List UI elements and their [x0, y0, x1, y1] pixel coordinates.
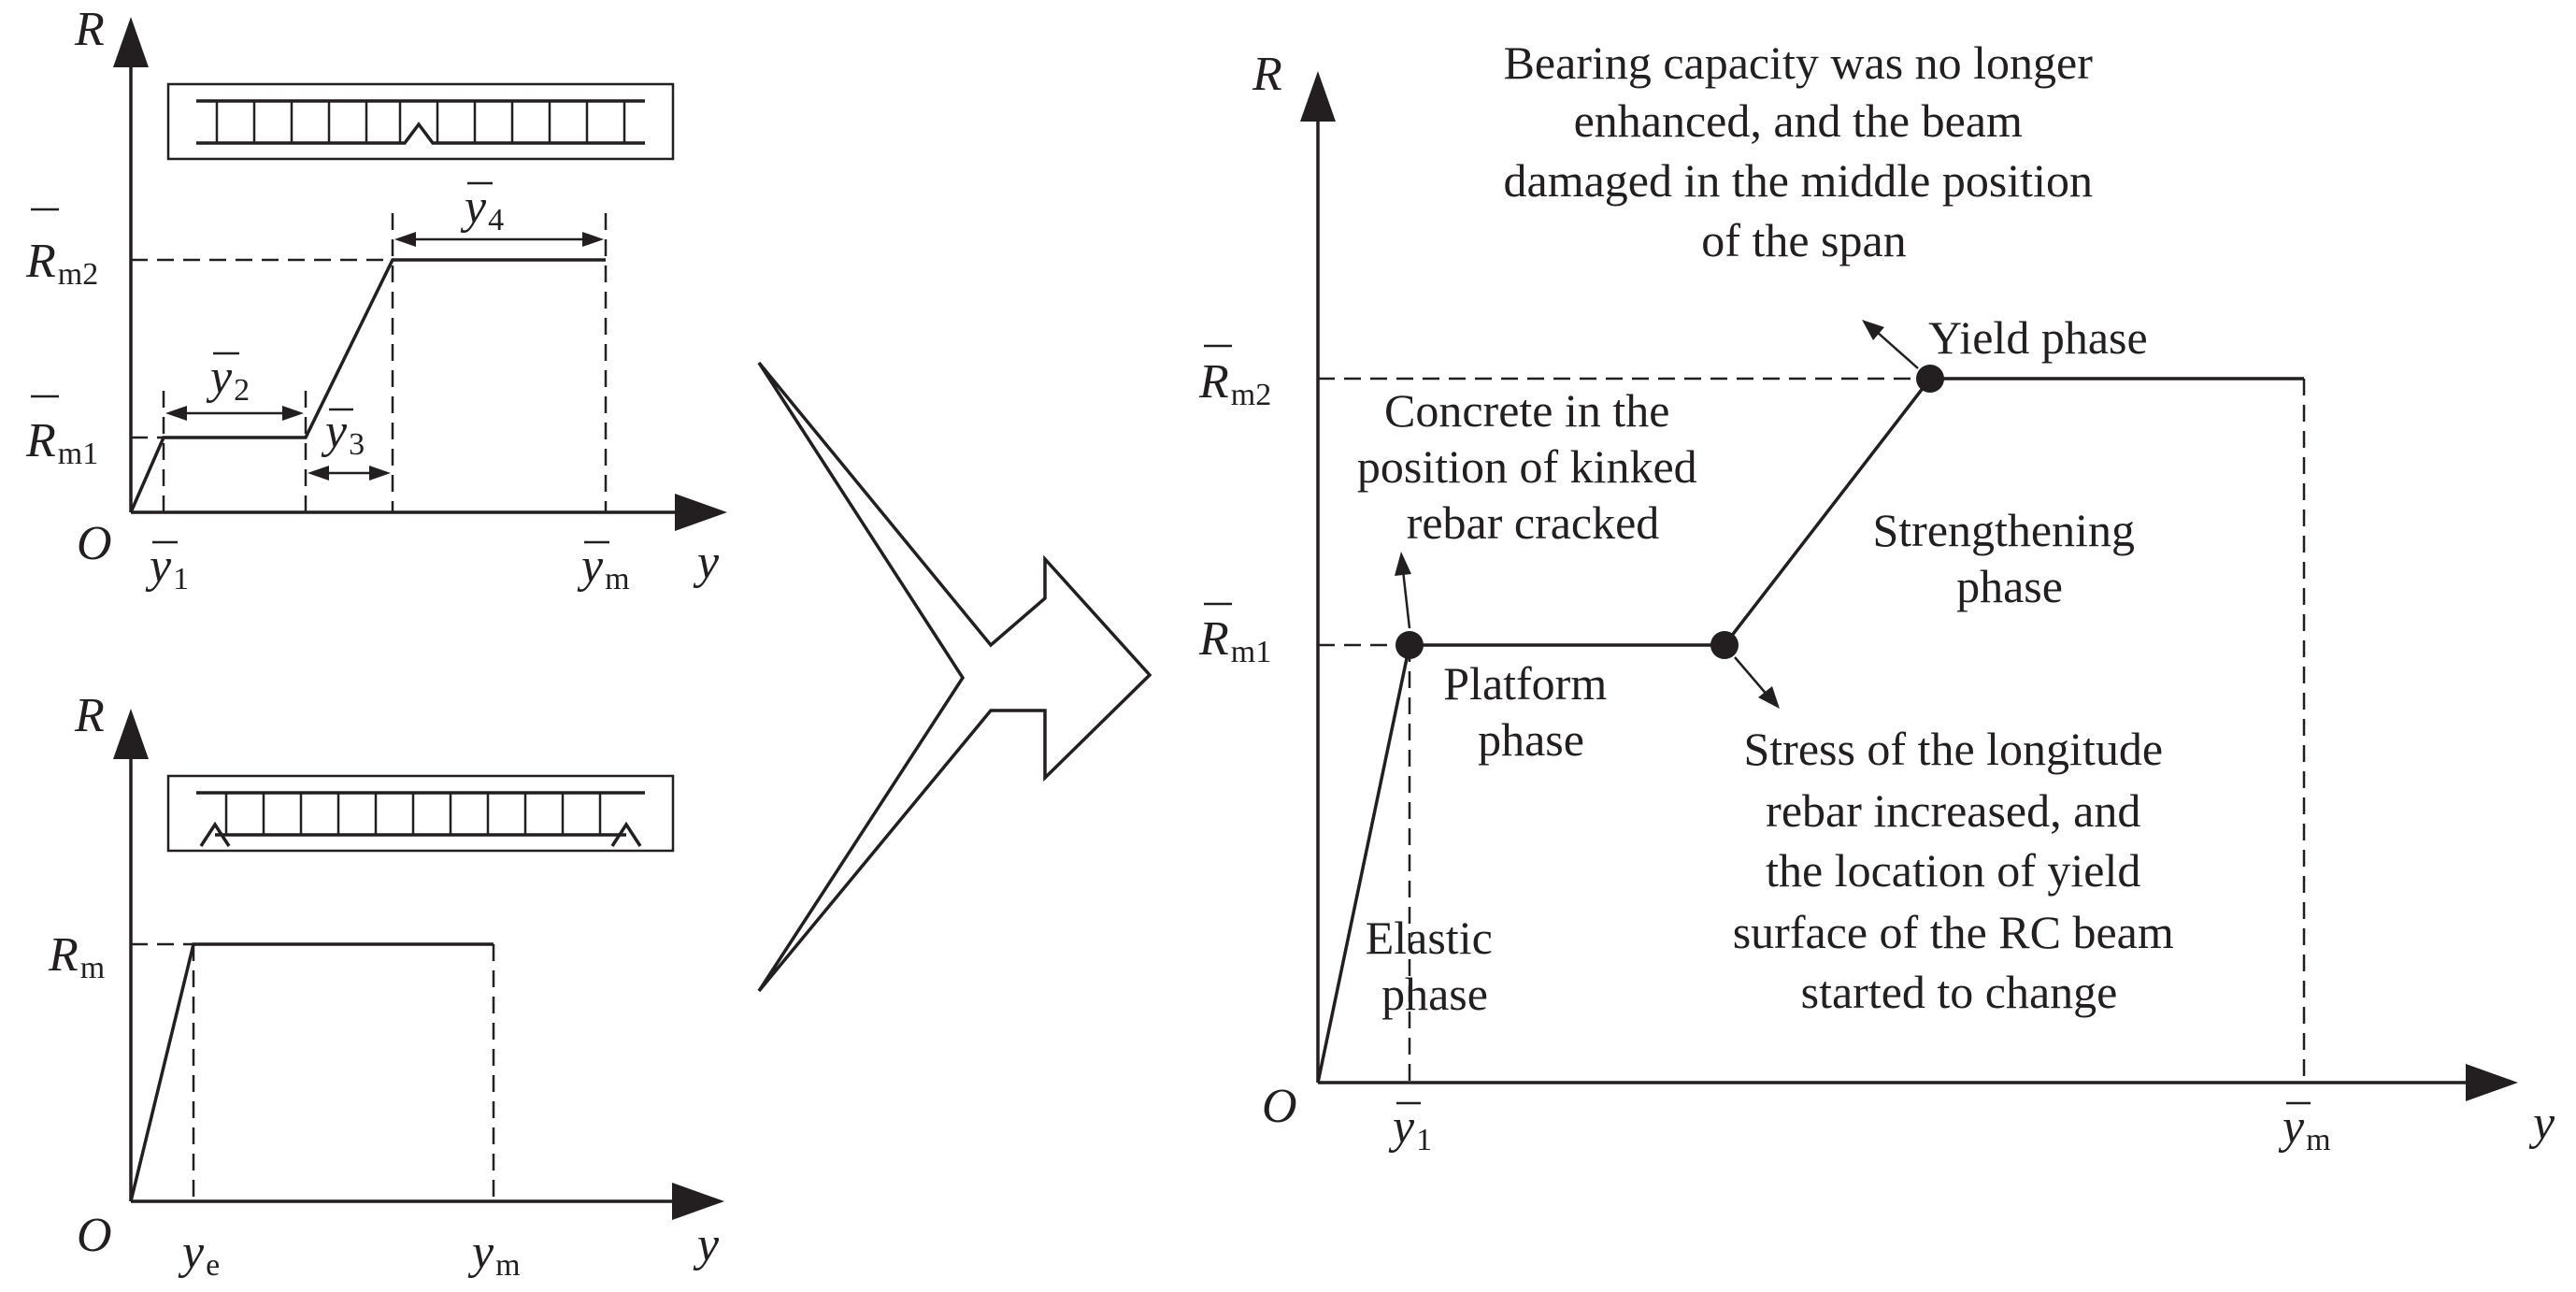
svg-text:y2: y2	[206, 351, 250, 408]
r-ym-label: ym	[2278, 1100, 2331, 1157]
svg-text:y3: y3	[321, 405, 365, 462]
tl-y-axis-arrowhead	[113, 17, 149, 67]
r-point-elastic-limit	[1395, 631, 1424, 659]
r-x-axis-label: y	[2528, 1097, 2555, 1150]
svg-text:y1: y1	[1388, 1100, 1432, 1157]
tl-resistance-curve	[129, 258, 606, 513]
tl-y1-label: y1	[145, 539, 189, 596]
combine-arrow	[757, 361, 1152, 993]
svg-text:Rm2: Rm2	[1198, 355, 1271, 412]
r-y1-label: y1	[1388, 1100, 1432, 1157]
r-rm1-label: Rm1	[1198, 602, 1271, 669]
tl-beam-sketch	[166, 82, 675, 161]
bl-ym-label: ym	[467, 1226, 521, 1283]
r-x-axis-arrowhead	[2466, 1064, 2518, 1101]
tl-origin-label: O	[77, 517, 112, 570]
bl-beam-sketch	[166, 774, 675, 853]
r-concrete-note: Concrete in the position of kinked rebar…	[1357, 384, 1709, 549]
r-pointer-yield	[1862, 320, 1919, 369]
tl-rm1-label: Rm1	[25, 395, 98, 471]
r-y-axis-arrowhead	[1300, 71, 1336, 122]
svg-text:Rm1: Rm1	[25, 414, 98, 471]
bottom-left-panel: R y O	[48, 689, 724, 1283]
r-yield-phase-label: Yield phase	[1928, 311, 2148, 364]
r-pointer-concrete	[1395, 552, 1411, 629]
tl-y4-label: y4	[460, 180, 504, 237]
tl-ym-label: ym	[577, 539, 630, 596]
tl-y4-dimension	[394, 232, 604, 247]
bl-y-axis-label: R	[74, 689, 105, 742]
r-point-yield-start	[1916, 365, 1944, 393]
tl-x-axis-label: y	[693, 536, 720, 589]
svg-text:ym: ym	[2278, 1100, 2331, 1157]
svg-text:ym: ym	[577, 539, 630, 596]
svg-text:Rm1: Rm1	[1198, 612, 1271, 669]
bl-x-axis-label: y	[693, 1218, 720, 1271]
right-panel: R y O Rm2	[1198, 36, 2555, 1157]
r-bearing-note: Bearing capacity was no longer enhanced,…	[1504, 36, 2105, 266]
bl-y-axis-arrowhead	[113, 709, 149, 759]
tl-y-axis-label: R	[74, 3, 105, 56]
r-pointer-stress	[1734, 656, 1780, 709]
r-rm2-label: Rm2	[1198, 344, 1271, 412]
r-platform-phase-label: Platform phase	[1443, 657, 1618, 766]
bl-ye-label: ye	[178, 1226, 220, 1283]
tl-y3-dimension	[308, 466, 391, 481]
bl-rm-label: Rm	[48, 928, 105, 985]
r-origin-label: O	[1262, 1080, 1297, 1133]
bl-resistance-curve	[129, 942, 494, 1202]
tl-x-axis-arrowhead	[675, 494, 727, 531]
tl-rm2-label: Rm2	[25, 208, 98, 292]
bl-x-axis-arrowhead	[672, 1183, 724, 1220]
tl-y3-label: y3	[321, 405, 365, 462]
r-point-platform-end	[1710, 631, 1739, 659]
svg-text:Rm2: Rm2	[25, 235, 98, 292]
top-left-panel: R y O	[25, 3, 727, 596]
svg-text:y1: y1	[145, 539, 189, 596]
r-elastic-phase-label: Elastic phase	[1366, 912, 1505, 1020]
tl-y2-dimension	[165, 406, 304, 421]
svg-text:y4: y4	[460, 180, 504, 237]
bl-origin-label: O	[77, 1209, 112, 1262]
tl-y2-label: y2	[206, 351, 250, 408]
r-strengthening-phase-label: Strengthening phase	[1872, 504, 2146, 612]
r-stress-note: Stress of the longitude rebar increased,…	[1733, 723, 2186, 1018]
r-y-axis-label: R	[1252, 48, 1282, 101]
